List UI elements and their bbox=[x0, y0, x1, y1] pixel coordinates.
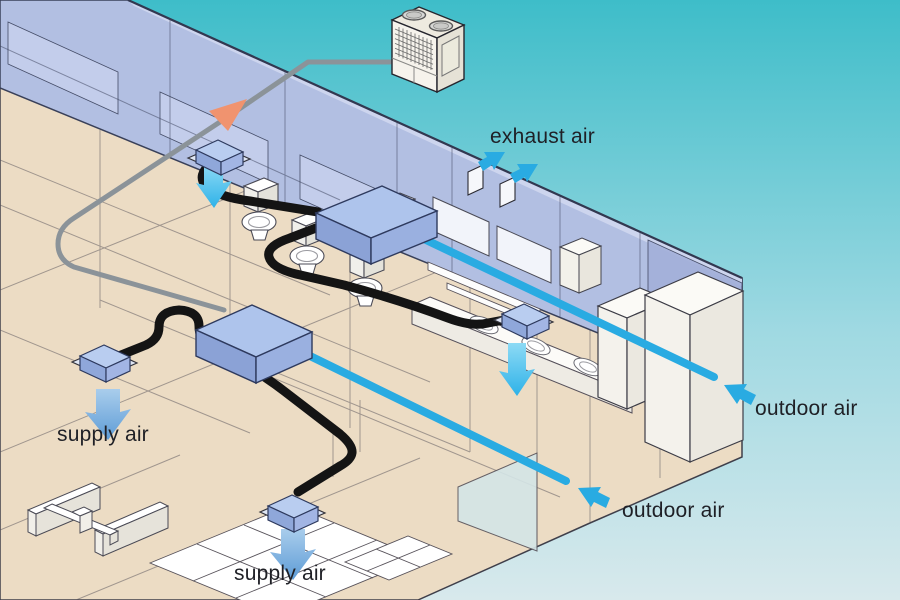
roof-edge-strip bbox=[128, 0, 742, 286]
outdoor-unit bbox=[390, 6, 466, 94]
condenser-grille bbox=[394, 27, 434, 70]
outdoor-air-arrow-lower bbox=[578, 487, 610, 508]
ceiling-cassette bbox=[70, 344, 139, 383]
ventilation-unit-upper bbox=[314, 185, 439, 266]
supply-air-arrow bbox=[499, 343, 535, 396]
ceiling-cassettes bbox=[70, 139, 555, 533]
outdoor-air-duct-upper bbox=[420, 235, 718, 381]
refrigerant-flow-arrow bbox=[209, 99, 247, 131]
label-supply-air-bottom: supply air bbox=[234, 562, 326, 585]
ceiling-cassette bbox=[492, 303, 555, 340]
label-outdoor-air-lower: outdoor air bbox=[622, 499, 725, 522]
label-outdoor-air-upper: outdoor air bbox=[755, 397, 858, 420]
exhaust-air-arrow bbox=[510, 164, 538, 183]
outdoor-air-ducts bbox=[304, 235, 756, 508]
ceiling-cassette bbox=[186, 139, 252, 176]
supply-air-arrow bbox=[85, 389, 131, 440]
exhaust-air-arrow bbox=[478, 152, 505, 171]
refrigerant-pipe bbox=[55, 59, 393, 313]
outdoor-air-arrow-upper bbox=[724, 384, 756, 405]
supply-air-arrow bbox=[196, 164, 232, 208]
exhaust-air-arrows bbox=[478, 152, 538, 183]
label-supply-air-left: supply air bbox=[57, 423, 149, 446]
fan-icon bbox=[401, 9, 427, 21]
floor-void bbox=[457, 452, 538, 552]
ceiling-cassette bbox=[258, 494, 327, 533]
outdoor-air-duct-lower bbox=[304, 351, 570, 485]
supply-air-arrows bbox=[85, 164, 535, 580]
label-exhaust-air: exhaust air bbox=[490, 125, 595, 148]
supply-air-arrow bbox=[270, 529, 316, 580]
ventilation-unit-lower bbox=[194, 304, 314, 385]
office-partitions bbox=[26, 482, 170, 557]
roof-edge-line bbox=[127, 0, 743, 280]
fan-icon bbox=[428, 20, 454, 32]
duct-upper-unit-to-cassette bbox=[264, 223, 509, 329]
toilet bbox=[241, 177, 280, 241]
wall-mirrors bbox=[432, 196, 552, 284]
exhaust-vent-slots bbox=[467, 164, 516, 208]
water-heater bbox=[558, 237, 603, 294]
